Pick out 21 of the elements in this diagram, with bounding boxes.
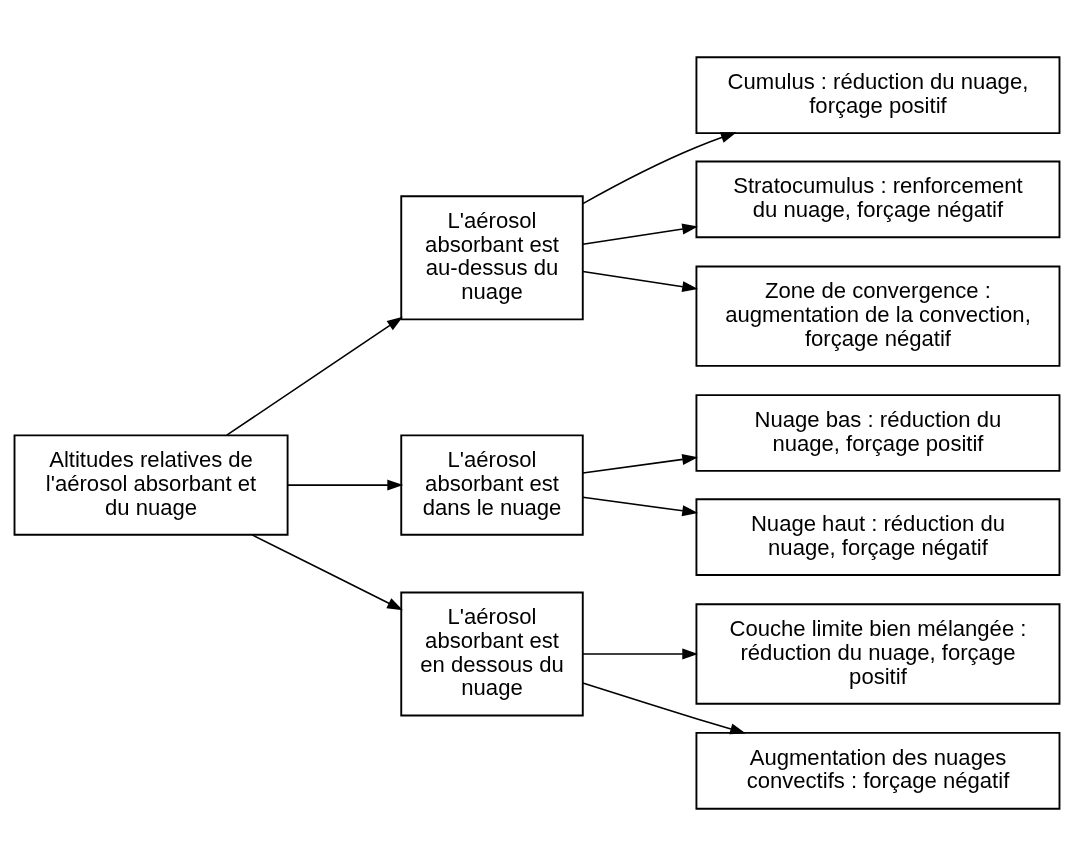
- arrow: [225, 316, 403, 436]
- node-box: Nuage haut : réduction du nuage, forçage négatif: [695, 497, 1061, 576]
- arrow: [582, 681, 746, 734]
- node-box: Altitudes relatives de l'aérosol absorbant et du nuage: [13, 433, 289, 536]
- node-box: L'aérosol absorbant est en dessous du nuage: [400, 591, 584, 716]
- arrow: [582, 270, 699, 292]
- node-box: Stratocumulus : renforcement du nuage, forçage négatif: [695, 160, 1061, 238]
- node-box: Augmentation des nuages convectifs : forçage négatif: [695, 731, 1061, 810]
- node-box: L'aérosol absorbant est dans le nuage: [400, 433, 584, 536]
- arrow: [582, 131, 737, 204]
- arrow: [582, 647, 699, 660]
- node-box: Nuage bas : réduction du nuage, forçage positif: [695, 393, 1061, 472]
- arrow: [582, 223, 699, 245]
- node-box: Zone de convergence : augmentation de la convection, forçage négatif: [695, 265, 1061, 367]
- arrow: [286, 479, 404, 491]
- arrow: [582, 453, 699, 474]
- node-box: L'aérosol absorbant est au-dessus du nuage: [400, 194, 584, 320]
- node-box: Couche limite bien mélangée : réduction du nuage, forçage positif: [695, 602, 1061, 705]
- node-box: Cumulus : réduction du nuage, forçage positif: [695, 55, 1061, 134]
- arrow: [251, 533, 403, 610]
- arrow: [582, 495, 699, 516]
